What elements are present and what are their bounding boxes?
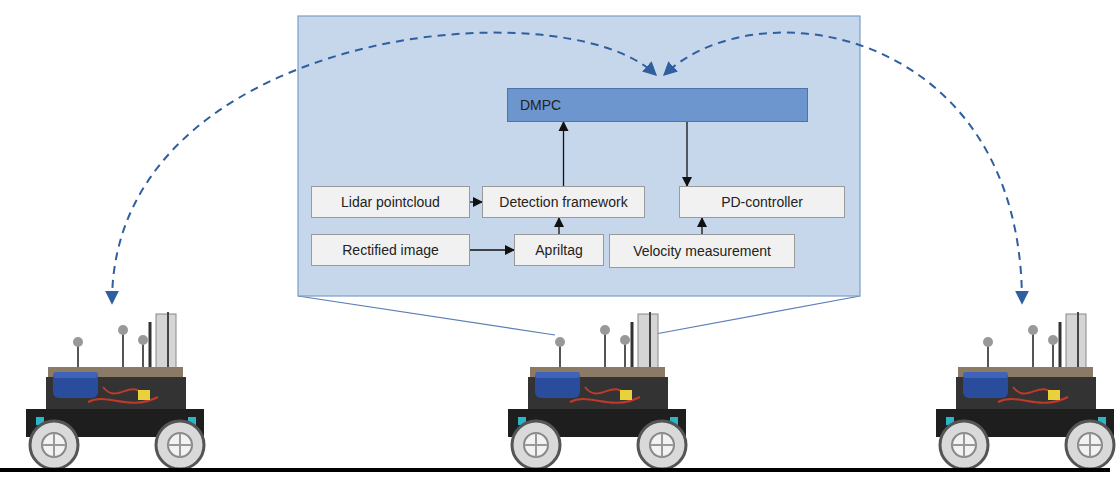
robot-car <box>936 312 1114 469</box>
robot-car <box>26 312 204 469</box>
box-label: Velocity measurement <box>633 243 771 259</box>
process-box: Apriltag <box>514 234 604 266</box>
flow-arrow <box>701 218 702 234</box>
box-label: PD-controller <box>721 194 803 210</box>
input-box: Lidar pointcloud <box>311 186 470 218</box>
input-box: Rectified image <box>311 234 470 266</box>
box-label: Lidar pointcloud <box>341 194 440 210</box>
process-box: PD-controller <box>679 186 845 218</box>
ground-line <box>0 468 1110 472</box>
box-label: Rectified image <box>342 242 439 258</box>
box-label: DMPC <box>520 97 561 113</box>
controller-panel <box>298 16 860 296</box>
projection-line <box>650 296 860 335</box>
projection-line <box>298 296 555 335</box>
flow-arrow <box>558 218 559 234</box>
input-box: Velocity measurement <box>609 234 795 268</box>
flow-arrow <box>470 201 482 202</box>
box-label: Apriltag <box>535 242 582 258</box>
controller-box: DMPC <box>507 88 808 122</box>
robot-car <box>508 312 686 469</box>
flow-arrow <box>470 249 514 250</box>
flow-arrow <box>686 122 687 186</box>
flow-arrow <box>563 122 564 186</box>
box-label: Detection framework <box>499 194 627 210</box>
communication-arc <box>112 33 655 302</box>
process-box: Detection framework <box>482 186 645 218</box>
